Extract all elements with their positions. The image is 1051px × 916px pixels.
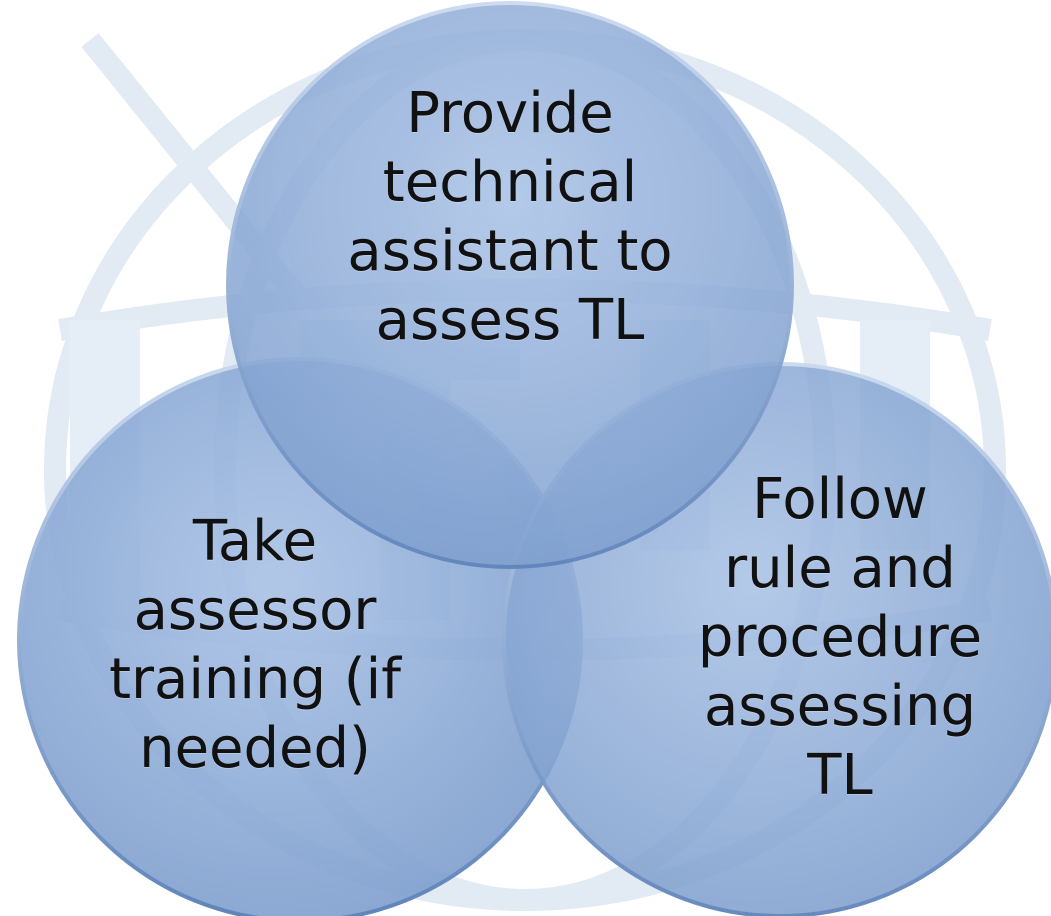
circle-left-label: Take assessor training (if needed) [109, 509, 401, 781]
circle-top [226, 1, 794, 569]
circle-top-label: Provide technical assistant to assess TL [347, 81, 673, 353]
circle-right-label: Follow rule and procedure assessing TL [697, 467, 983, 808]
